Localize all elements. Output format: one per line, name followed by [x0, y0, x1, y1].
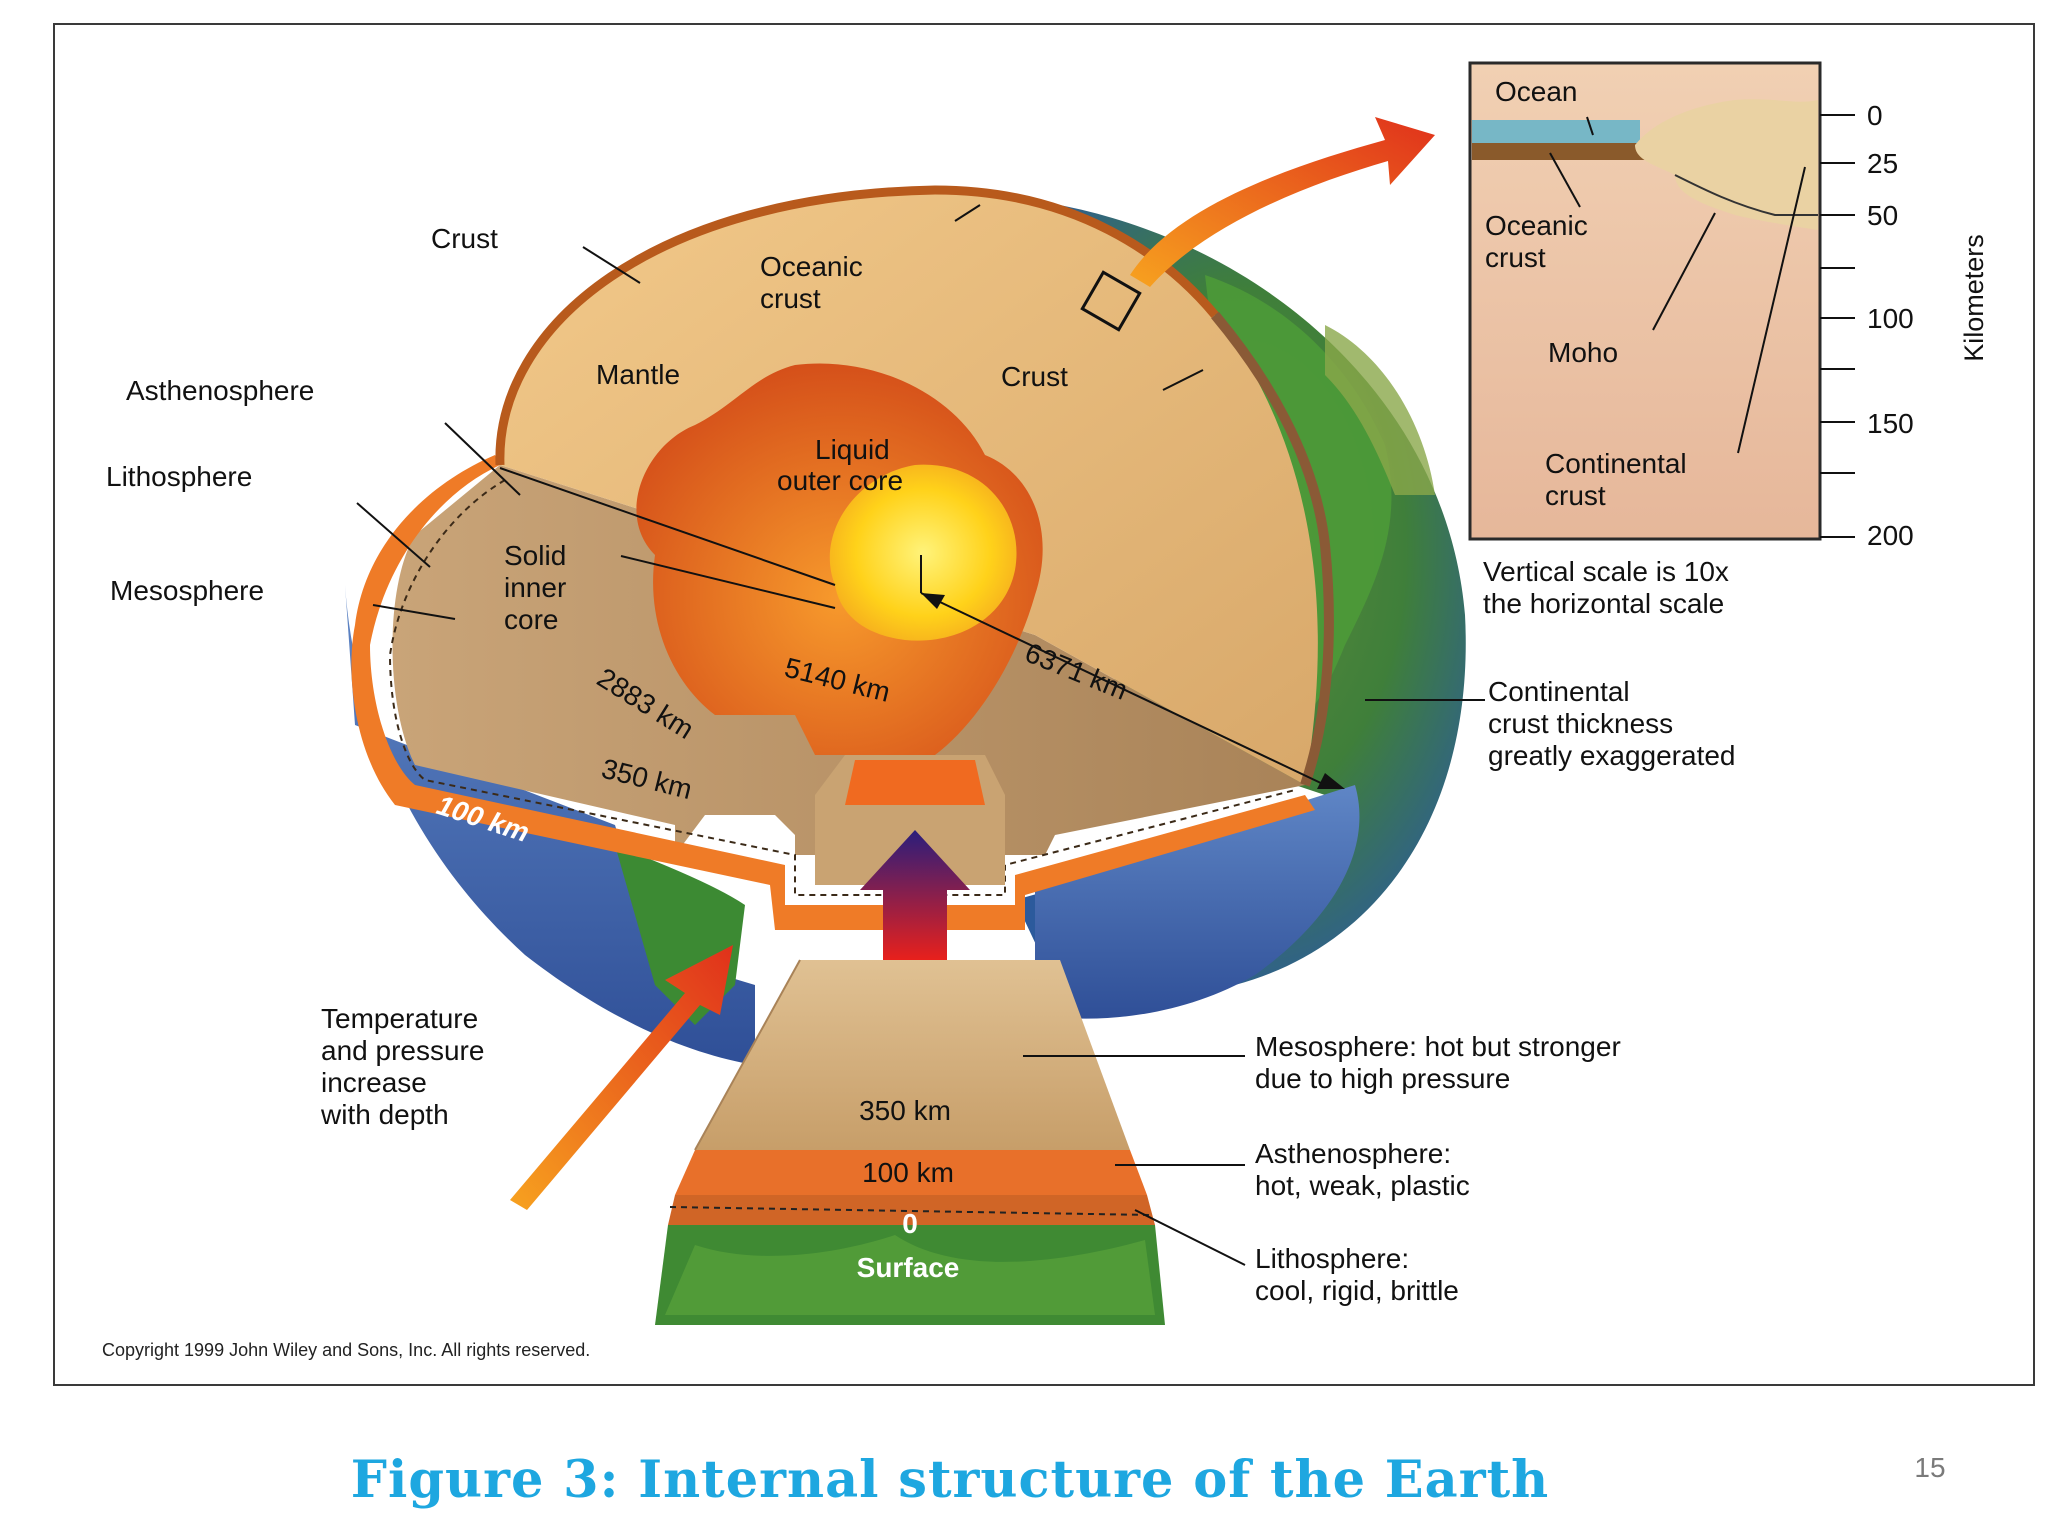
asthenosphere-desc-2: hot, weak, plastic	[1255, 1170, 1470, 1201]
inset-tick-0: 0	[1867, 100, 1883, 131]
up-arrow	[860, 830, 970, 960]
inset-tick-25: 25	[1867, 148, 1898, 179]
label-temperature-1: Temperature	[321, 1003, 478, 1034]
inset-scale-note-1: Vertical scale is 10x	[1483, 556, 1729, 587]
label-oceanic-crust-2: crust	[760, 283, 821, 314]
crust-outline	[495, 185, 1219, 466]
inset-tick-100: 100	[1867, 303, 1914, 334]
label-mesosphere: Mesosphere	[110, 575, 264, 606]
label-crust-right: Crust	[1001, 361, 1068, 392]
asthenosphere-desc-1: Asthenosphere:	[1255, 1138, 1451, 1169]
inset-scale-note-2: the horizontal scale	[1483, 588, 1724, 619]
label-temperature-4: with depth	[320, 1099, 449, 1130]
inset-tick-150: 150	[1867, 408, 1914, 439]
globe-ocean-right	[1035, 785, 1360, 1019]
column-asthenosphere	[675, 1150, 1147, 1195]
lithosphere-desc-2: cool, rigid, brittle	[1255, 1275, 1459, 1306]
label-inner-core-2: inner	[504, 572, 566, 603]
land-patches-2	[1325, 325, 1435, 495]
column-shadow-left	[694, 959, 801, 1151]
inset-tick-200: 200	[1867, 520, 1914, 551]
label-inner-core-3: core	[504, 604, 558, 635]
inset-label-moho: Moho	[1548, 337, 1618, 368]
lithosphere-dashed-line	[388, 479, 1296, 896]
inset-label-continental-2: crust	[1545, 480, 1606, 511]
column-label-350: 350 km	[859, 1095, 951, 1126]
earth-structure-diagram: Crust Oceanic crust Mantle Crust Astheno…	[102, 61, 1989, 1360]
label-inner-core-1: Solid	[504, 540, 566, 571]
radius-arrowhead	[921, 593, 945, 609]
inset-axis-label: Kilometers	[1959, 234, 1989, 362]
label-continental-note-1: Continental	[1488, 676, 1630, 707]
lithosphere-desc-1: Lithosphere:	[1255, 1243, 1409, 1274]
label-asthenosphere: Asthenosphere	[126, 375, 314, 406]
inset-label-oceanic-crust-2: crust	[1485, 242, 1546, 273]
inset-ticks	[1820, 114, 1855, 538]
label-leader-lines	[356, 204, 1485, 701]
inset-label-ocean: Ocean	[1495, 76, 1578, 107]
column-land-highlight	[665, 1235, 1155, 1315]
column-label-100: 100 km	[862, 1157, 954, 1188]
inset-label-oceanic-crust-1: Oceanic	[1485, 210, 1588, 241]
inset-leaders	[1549, 116, 1806, 454]
inset-oceanic-crust	[1472, 143, 1675, 160]
zoom-arrow	[1130, 117, 1435, 287]
inset-label-continental-1: Continental	[1545, 448, 1687, 479]
center-well-hot	[845, 760, 985, 805]
label-outer-core-2: outer core	[777, 465, 903, 496]
mesosphere-desc-1: Mesosphere: hot but stronger	[1255, 1031, 1621, 1062]
depth-arrow	[510, 945, 733, 1210]
section-column	[655, 959, 1165, 1325]
label-lithosphere: Lithosphere	[106, 461, 252, 492]
inset-panel	[1468, 61, 1855, 541]
label-oceanic-crust-1: Oceanic	[760, 251, 863, 282]
column-lithosphere	[668, 1195, 1155, 1225]
zoom-box	[1080, 270, 1142, 332]
column-leader-lines	[1023, 1055, 1246, 1266]
label-outer-core-1: Liquid	[815, 434, 890, 465]
diagram-frame: Crust Oceanic crust Mantle Crust Astheno…	[53, 23, 2035, 1386]
inset-ocean-water	[1472, 120, 1640, 143]
label-continental-note-3: greatly exaggerated	[1488, 740, 1736, 771]
column-dash-line	[669, 1206, 1152, 1216]
mesosphere-desc-2: due to high pressure	[1255, 1063, 1510, 1094]
radius-arrowhead-2	[1317, 773, 1345, 789]
inset-moho	[1674, 174, 1818, 216]
crust-edge-right	[1211, 311, 1334, 787]
label-continental-note-2: crust thickness	[1488, 708, 1673, 739]
label-crust-left: Crust	[431, 223, 498, 254]
copyright: Copyright 1999 John Wiley and Sons, Inc.…	[102, 1340, 590, 1360]
label-temperature-3: increase	[321, 1067, 427, 1098]
inset-continental-crust	[1635, 99, 1818, 230]
inset-tick-50: 50	[1867, 200, 1898, 231]
label-mantle: Mantle	[596, 359, 680, 390]
inner-core	[829, 464, 1017, 641]
figure-caption: Figure 3: Internal structure of the Eart…	[350, 1450, 1550, 1510]
column-label-0: 0	[902, 1208, 918, 1239]
column-label-surface: Surface	[857, 1252, 960, 1283]
column-mesosphere	[695, 960, 1130, 1150]
globe-leader-lines	[499, 467, 1326, 786]
label-temperature-2: and pressure	[321, 1035, 484, 1066]
page-number: 15	[1914, 1452, 1946, 1483]
column-labels: 350 km 100 km 0 Surface Mesosphere: hot …	[857, 1031, 1621, 1306]
inset-labels: Ocean Oceanic crust Moho Continental cru…	[1483, 76, 1989, 619]
